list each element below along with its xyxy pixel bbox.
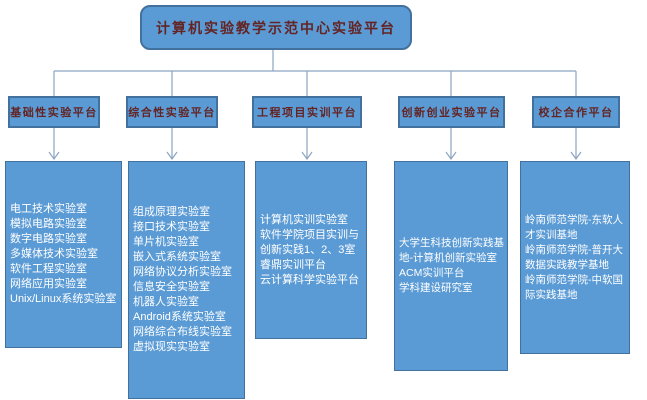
- platform-box-innovation: 创新创业实验平台: [398, 96, 505, 128]
- leaf-item: 岭南师范学院-普开大数据实践教学基地: [525, 243, 623, 271]
- root-title-box: 计算机实验教学示范中心实验平台: [140, 5, 412, 50]
- platform-label-cooperation: 校企合作平台: [538, 107, 614, 119]
- leaf-item: ACM实训平台: [399, 267, 465, 279]
- leaf-item: 岭南师范学院-中软国际实践基地: [525, 273, 623, 301]
- arrowhead-4: [445, 151, 457, 161]
- leaf-list-basic: 电工技术实验室模拟电路实验室数字电路实验室多媒体技术实验室软件工程实验室网络应用…: [5, 161, 122, 348]
- leaf-item: 岭南师范学院-东软人才实训基地: [525, 213, 623, 241]
- platform-label-basic: 基础性实验平台: [10, 107, 98, 119]
- leaf-item: 云计算科学实验平台: [260, 273, 359, 286]
- arrowhead-3: [301, 151, 313, 161]
- platform-label-comprehensive: 综合性实验平台: [128, 107, 216, 119]
- leaf-item: 机器人实验室: [133, 296, 199, 308]
- platform-box-basic: 基础性实验平台: [8, 96, 100, 128]
- root-title-label: 计算机实验教学示范中心实验平台: [156, 19, 396, 36]
- leaf-item: 模拟电路实验室: [10, 218, 87, 230]
- platform-box-comprehensive: 综合性实验平台: [126, 96, 218, 128]
- leaf-item: 电工技术实验室: [10, 203, 87, 215]
- arrowhead-2: [166, 151, 178, 161]
- leaf-item: 信息安全实验室: [133, 281, 210, 293]
- leaf-item: 嵌入式系统实验室: [133, 251, 221, 263]
- platform-box-engineering: 工程项目实训平台: [252, 96, 362, 128]
- leaf-item: 组成原理实验室: [133, 206, 210, 218]
- leaf-item: 计算机实训实验室: [260, 213, 348, 226]
- leaf-list-engineering: 计算机实训实验室软件学院项目实训与创新实践1、2、3室睿鼎实训平台云计算科学实验…: [255, 161, 367, 339]
- arrowhead-5: [570, 151, 582, 161]
- leaf-item: 接口技术实验室: [133, 221, 210, 233]
- platform-label-engineering: 工程项目实训平台: [257, 107, 357, 119]
- leaf-list-cooperation: 岭南师范学院-东软人才实训基地岭南师范学院-普开大数据实践教学基地岭南师范学院-…: [520, 161, 630, 354]
- leaf-item: 单片机实验室: [133, 236, 199, 248]
- leaf-item: 软件学院项目实训与创新实践1、2、3室: [260, 228, 359, 256]
- leaf-item: 网络综合布线实验室: [133, 326, 232, 338]
- leaf-item: 学科建设研究室: [399, 282, 473, 294]
- leaf-item: 睿鼎实训平台: [260, 258, 326, 271]
- platform-label-innovation: 创新创业实验平台: [401, 107, 502, 119]
- leaf-item: 多媒体技术实验室: [10, 248, 98, 260]
- leaf-item: Android系统实验室: [133, 311, 226, 323]
- leaf-item: 软件工程实验室: [10, 263, 87, 275]
- leaf-item: 大学生科技创新实践基地-计算机创新实验室: [399, 237, 504, 264]
- arrowhead-1: [48, 151, 60, 161]
- platform-box-cooperation: 校企合作平台: [532, 96, 620, 128]
- leaf-item: 数字电路实验室: [10, 233, 87, 245]
- leaf-item: 网络协议分析实验室: [133, 266, 232, 278]
- leaf-item: 虚拟现实实验室: [133, 341, 210, 353]
- leaf-list-comprehensive: 组成原理实验室接口技术实验室单片机实验室嵌入式系统实验室网络协议分析实验室信息安…: [128, 161, 245, 399]
- leaf-list-innovation: 大学生科技创新实践基地-计算机创新实验室 ACM实训平台学科建设研究室: [394, 161, 508, 371]
- leaf-item: Unix/Linux系统实验室: [10, 293, 117, 305]
- leaf-item: 网络应用实验室: [10, 278, 87, 290]
